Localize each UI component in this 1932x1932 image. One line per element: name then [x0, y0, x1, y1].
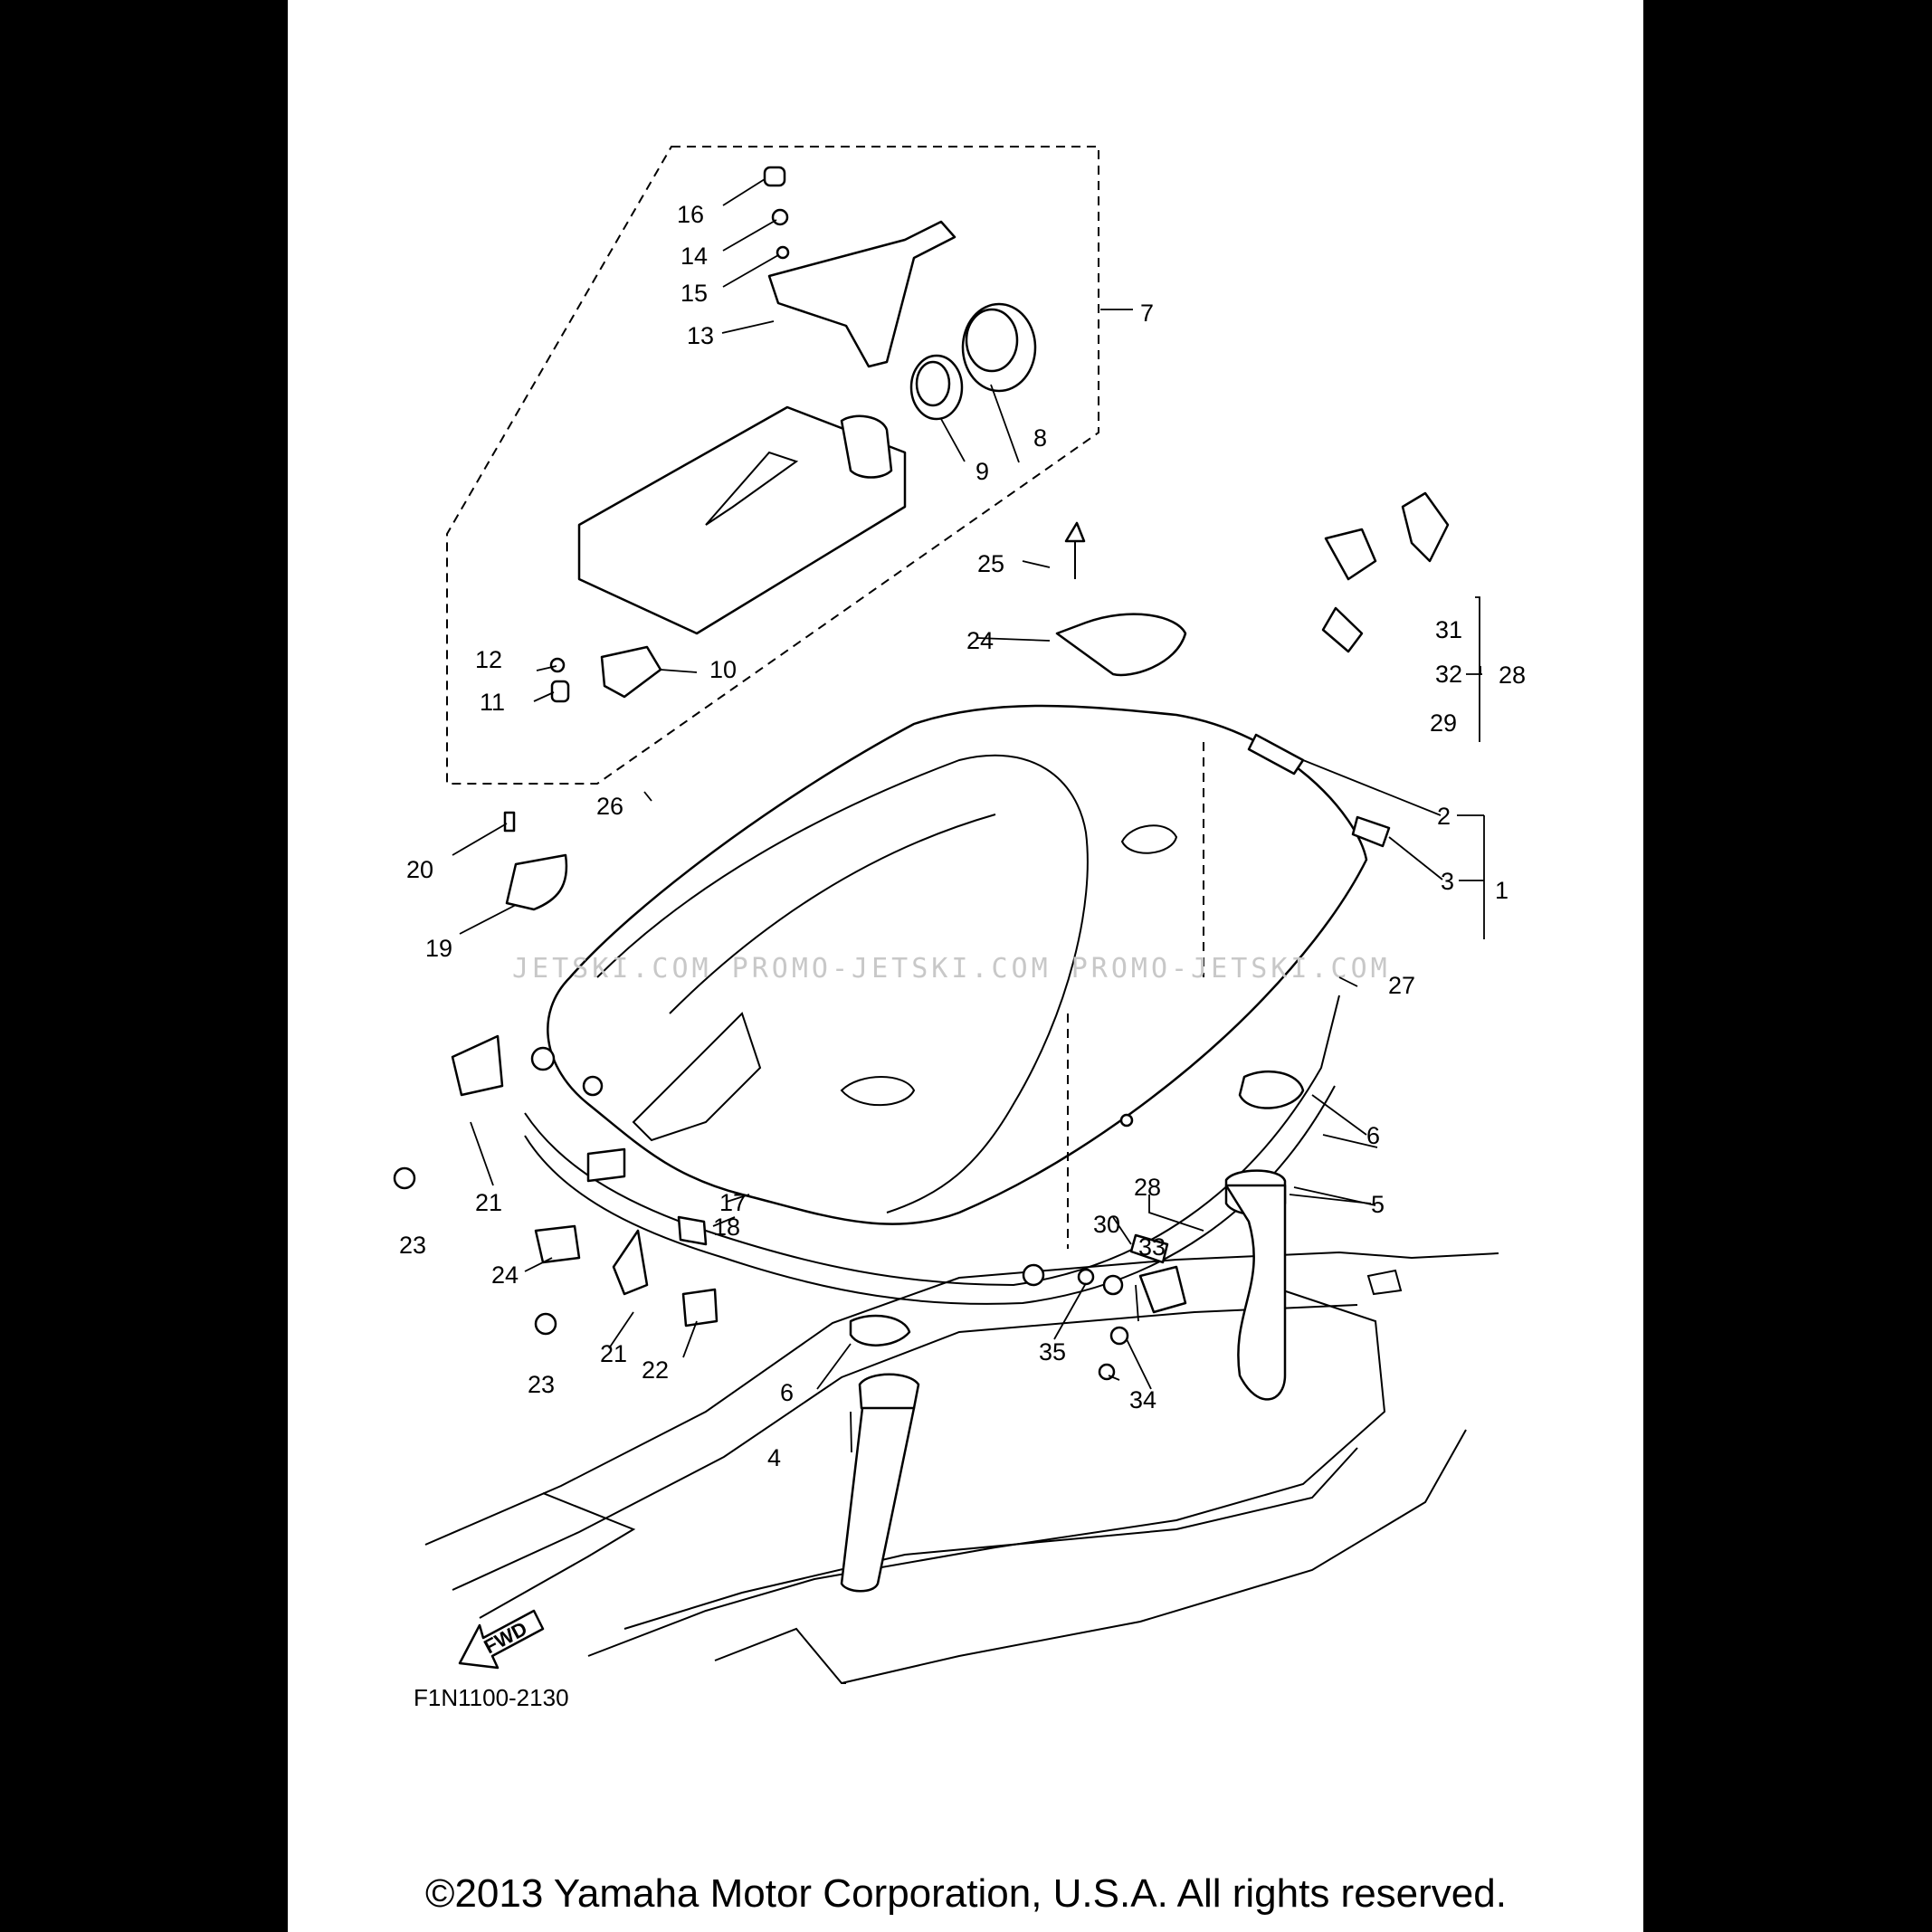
callout-25: 25 [977, 550, 1004, 577]
top-deck [524, 704, 1368, 1305]
callout-19: 19 [425, 935, 452, 962]
callout-23-center: 23 [528, 1371, 555, 1398]
callout-31: 31 [1435, 616, 1462, 643]
callout-15: 15 [680, 280, 708, 307]
callout-34: 34 [1129, 1386, 1156, 1413]
callout-4: 4 [767, 1444, 781, 1471]
callout-6-left: 6 [780, 1379, 794, 1406]
copyright-notice: ©2013 Yamaha Motor Corporation, U.S.A. A… [425, 1871, 1507, 1916]
callout-11: 11 [480, 689, 505, 716]
callout-22: 22 [642, 1356, 669, 1384]
callout-26: 26 [596, 793, 623, 820]
callout-32: 32 [1435, 661, 1462, 688]
callout-21-left: 21 [475, 1189, 502, 1216]
callout-24-left: 24 [491, 1261, 519, 1289]
callout-27: 27 [1388, 972, 1415, 999]
callout-14: 14 [680, 243, 708, 270]
part-8-seal [961, 302, 1037, 393]
callout-10: 10 [709, 656, 737, 683]
air-box [577, 405, 907, 635]
callout-18: 18 [713, 1213, 740, 1241]
callout-7: 7 [1140, 300, 1154, 327]
callout-9: 9 [976, 458, 989, 485]
callout-21-center: 21 [600, 1340, 627, 1367]
callout-20: 20 [406, 856, 433, 883]
callout-28-lower: 28 [1134, 1174, 1161, 1201]
fwd-label: FWD [481, 1617, 531, 1659]
part-9-seal [909, 354, 964, 421]
callout-29: 29 [1430, 709, 1457, 737]
callout-1: 1 [1495, 877, 1508, 904]
callout-5: 5 [1371, 1191, 1385, 1218]
small-hardware [393, 166, 1450, 1593]
callout-35: 35 [1039, 1338, 1066, 1366]
callout-6-right: 6 [1366, 1122, 1380, 1149]
hull-outline [424, 1251, 1499, 1684]
diagram-code: F1N1100-2130 [414, 1684, 569, 1711]
part-13-bracket [767, 220, 956, 368]
leader-lines [452, 178, 1485, 1453]
callout-3: 3 [1441, 868, 1454, 895]
callout-23-left: 23 [399, 1232, 426, 1259]
callout-17: 17 [719, 1189, 747, 1216]
callout-12: 12 [475, 646, 502, 673]
callout-8: 8 [1033, 424, 1047, 452]
callout-13: 13 [687, 322, 714, 349]
callout-33: 33 [1138, 1233, 1166, 1261]
callout-24-top: 24 [966, 627, 994, 654]
callout-labels: 1 2 3 4 5 6 6 7 8 9 10 11 12 13 14 15 16… [399, 201, 1526, 1471]
callout-16: 16 [677, 201, 704, 228]
callout-28-top: 28 [1499, 661, 1526, 689]
callout-2: 2 [1437, 803, 1451, 830]
callout-30: 30 [1093, 1211, 1120, 1238]
fwd-arrow: FWD [458, 1609, 545, 1670]
watermark: JETSKI.COM PROMO-JETSKI.COM PROMO-JETSKI… [512, 953, 1391, 985]
group-7-boundary [446, 146, 1099, 785]
